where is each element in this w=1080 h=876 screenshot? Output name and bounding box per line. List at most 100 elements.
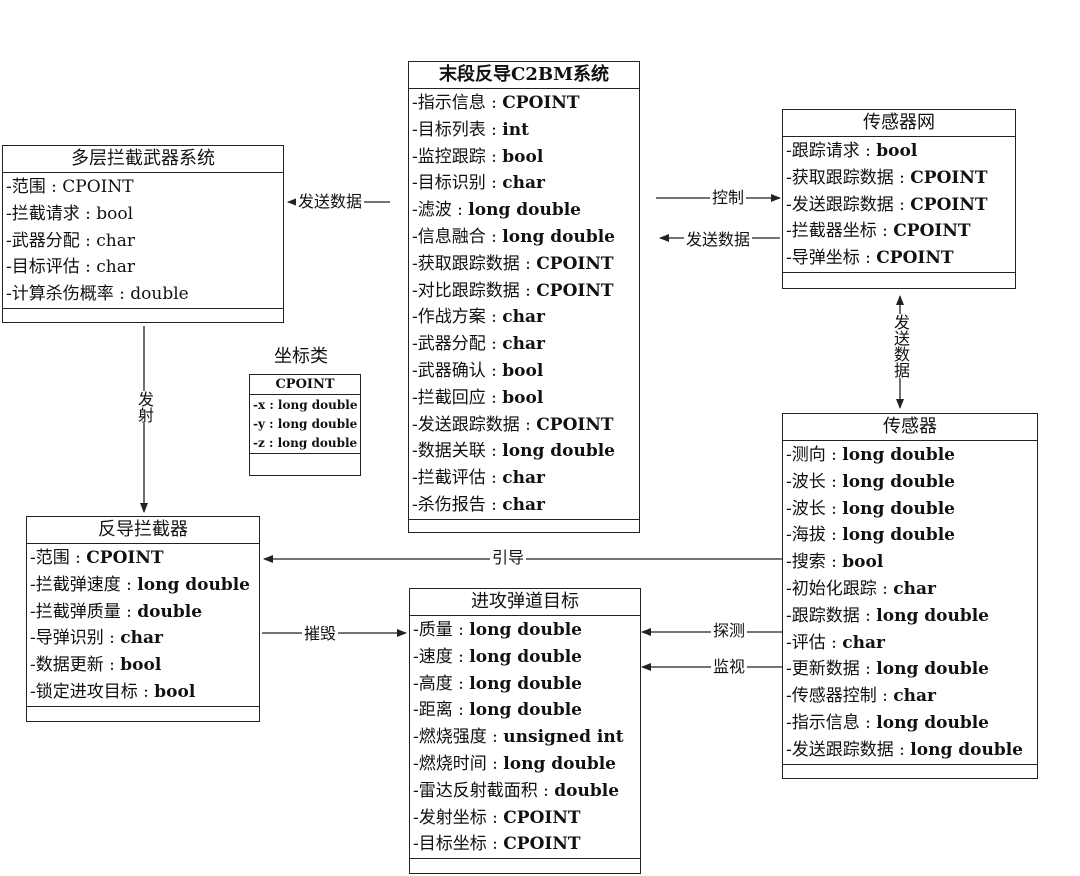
class-attribute: -获取跟踪数据 : CPOINT <box>786 165 1015 192</box>
attribute-type: long double <box>842 498 955 519</box>
attribute-type: double <box>554 780 620 801</box>
class-attribute: -发送跟踪数据 : CPOINT <box>412 412 639 439</box>
attribute-type: CPOINT <box>536 414 614 435</box>
class-attributes: -跟踪请求 : bool-获取跟踪数据 : CPOINT-发送跟踪数据 : CP… <box>783 137 1015 273</box>
attribute-type: CPOINT <box>502 93 580 113</box>
class-attribute: -速度 : long double <box>413 644 640 671</box>
attribute-name: -质量 : <box>413 620 470 640</box>
class-attribute: -目标评估 : char <box>6 254 283 281</box>
attribute-type: long double <box>468 200 581 221</box>
attribute-type: long double <box>842 445 955 465</box>
attribute-type: CPOINT <box>503 834 581 855</box>
attribute-type: long double <box>842 471 955 492</box>
class-attribute: -目标识别 : char <box>412 170 639 197</box>
attribute-name: -范围 : <box>30 548 87 568</box>
class-title: 末段反导C2BM系统 <box>409 62 639 89</box>
attribute-name: -燃烧强度 : <box>413 727 504 748</box>
attribute-type: double <box>130 284 189 305</box>
attribute-name: -导弹坐标 : <box>786 248 877 269</box>
attribute-type: char <box>502 494 545 515</box>
attribute-type: bool <box>502 387 544 408</box>
class-attribute: -目标列表 : int <box>412 117 639 144</box>
class-methods <box>409 520 639 530</box>
class-attribute: -高度 : long double <box>413 671 640 698</box>
attribute-name: -武器分配 : <box>412 334 503 355</box>
class-attribute: -y : long double <box>253 415 360 434</box>
attribute-type: char <box>96 230 136 251</box>
class-attribute: -目标坐标 : CPOINT <box>413 831 640 858</box>
attribute-name: -评估 : <box>786 632 843 653</box>
attribute-type: bool <box>842 552 884 573</box>
attribute-type: long double <box>277 398 358 412</box>
class-attribute: -初始化跟踪 : char <box>786 576 1037 603</box>
class-attribute: -质量 : long double <box>413 617 640 644</box>
attribute-name: -发送跟踪数据 : <box>786 194 911 215</box>
attribute-name: -波长 : <box>786 471 843 492</box>
class-attributes: -范围 : CPOINT-拦截请求 : bool-武器分配 : char-目标评… <box>3 173 283 309</box>
edge-label-detect: 探测 <box>711 621 748 640</box>
class-attribute: -燃烧时间 : long double <box>413 751 640 778</box>
class-attribute: -武器确认 : bool <box>412 358 639 385</box>
class-attribute: -获取跟踪数据 : CPOINT <box>412 251 639 278</box>
attribute-name: -数据更新 : <box>30 655 121 676</box>
class-attribute: -武器分配 : char <box>6 228 283 255</box>
attribute-type: long double <box>876 712 989 733</box>
attribute-name: -导弹识别 : <box>30 628 121 649</box>
class-attribute: -范围 : CPOINT <box>30 545 259 572</box>
attribute-name: -计算杀伤概率 : <box>6 284 131 305</box>
class-methods <box>410 859 640 869</box>
attribute-type: long double <box>502 441 615 462</box>
attribute-type: unsigned int <box>503 727 624 748</box>
attribute-name: -滤波 : <box>412 200 469 221</box>
attribute-type: double <box>137 601 203 622</box>
class-attribute: -拦截弹质量 : double <box>30 599 259 626</box>
class-attribute: -监控跟踪 : bool <box>412 144 639 171</box>
attribute-name: -数据关联 : <box>412 441 503 462</box>
attribute-name: -距离 : <box>413 700 470 721</box>
attribute-type: long double <box>469 646 582 667</box>
attribute-name: -跟踪请求 : <box>786 141 877 161</box>
class-methods <box>783 765 1037 775</box>
class-attributes: -范围 : CPOINT-拦截弹速度 : long double-拦截弹质量 :… <box>27 544 259 707</box>
class-attribute: -导弹识别 : char <box>30 625 259 652</box>
attribute-name: -目标坐标 : <box>413 834 504 855</box>
class-title: CPOINT <box>250 375 360 395</box>
attribute-name: -测向 : <box>786 445 843 465</box>
attribute-type: char <box>502 334 545 355</box>
class-attribute: -拦截弹速度 : long double <box>30 572 259 599</box>
attribute-name: -拦截请求 : <box>6 203 97 224</box>
attribute-name: -拦截器坐标 : <box>786 221 894 242</box>
attribute-type: char <box>893 686 936 707</box>
attribute-name: -速度 : <box>413 646 470 667</box>
attribute-type: char <box>502 307 545 328</box>
attribute-type: char <box>842 632 885 653</box>
attribute-name: -燃烧时间 : <box>413 753 504 774</box>
attribute-type: CPOINT <box>62 177 134 197</box>
attribute-name: -杀伤报告 : <box>412 494 503 515</box>
class-methods <box>3 309 283 319</box>
attribute-name: -武器分配 : <box>6 230 97 251</box>
attribute-type: CPOINT <box>536 280 614 301</box>
class-attribute: -范围 : CPOINT <box>6 174 283 201</box>
attribute-type: CPOINT <box>910 167 988 188</box>
attribute-type: long double <box>137 574 250 595</box>
attribute-type: long double <box>502 226 615 247</box>
class-attribute: -波长 : long double <box>786 469 1037 496</box>
edge-label-destroy: 摧毁 <box>302 624 339 643</box>
attribute-name: -范围 : <box>6 177 63 197</box>
class-attribute: -计算杀伤概率 : double <box>6 281 283 308</box>
attribute-name: -拦截弹速度 : <box>30 574 138 595</box>
attribute-name: -搜索 : <box>786 552 843 573</box>
attribute-name: -对比跟踪数据 : <box>412 280 537 301</box>
attribute-type: long double <box>469 700 582 721</box>
attribute-type: bool <box>502 146 544 167</box>
class-sensor: 传感器 -测向 : long double-波长 : long double-波… <box>782 413 1038 779</box>
attribute-type: long double <box>910 739 1023 760</box>
class-attributes: -x : long double-y : long double-z : lon… <box>250 395 360 454</box>
attribute-name: -更新数据 : <box>786 659 877 680</box>
class-title: 反导拦截器 <box>27 517 259 544</box>
attribute-type: CPOINT <box>893 221 971 242</box>
class-attribute: -发送跟踪数据 : CPOINT <box>786 192 1015 219</box>
class-methods <box>783 273 1015 283</box>
attribute-name: -发射坐标 : <box>413 807 504 828</box>
